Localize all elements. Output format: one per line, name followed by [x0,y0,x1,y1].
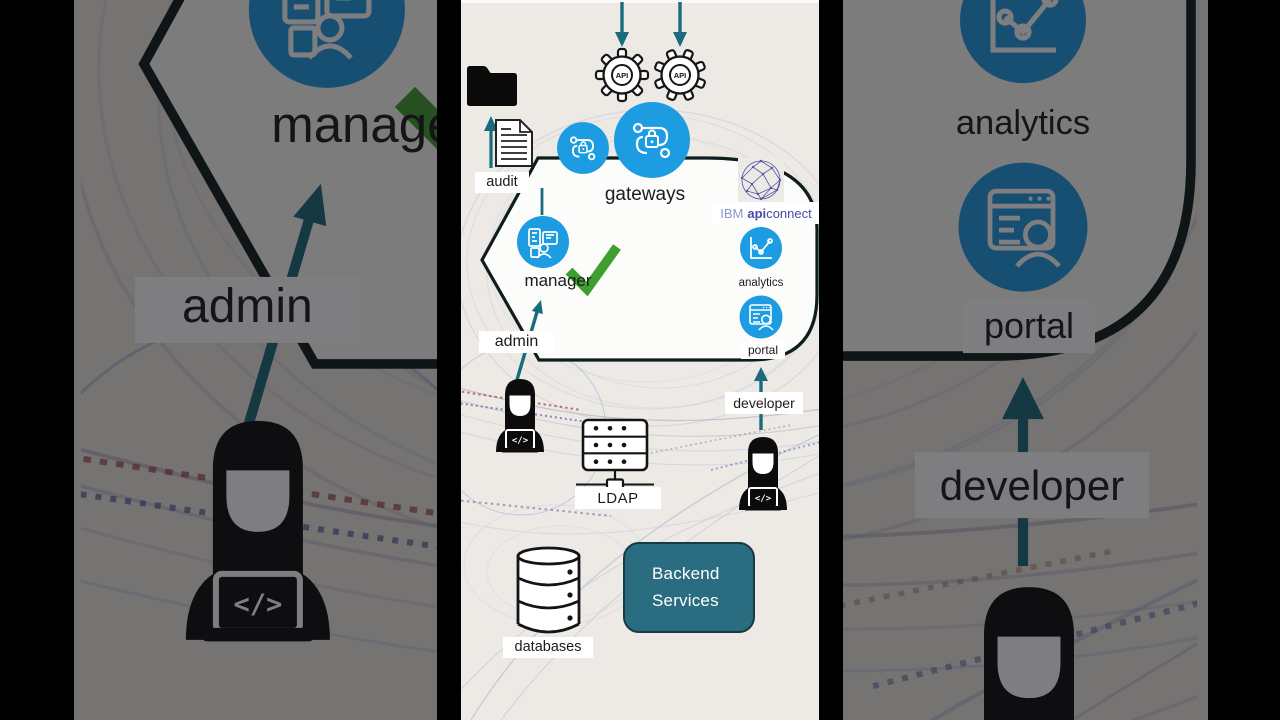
incoming-api-arrow [615,2,629,47]
ibm-mesh-icon [738,158,784,203]
gateway-circle-large [614,102,690,178]
audit-arrow [484,116,498,168]
incoming-api-arrow [673,2,687,47]
left-backdrop-panel: API API [74,0,437,720]
developer-label: developer [725,392,803,414]
databases-label: databases [503,637,593,658]
developer-person-icon: </> [739,437,787,511]
folder-icon [467,66,517,106]
api-gear-label: API [616,71,629,80]
api-gear-label: API [674,71,687,80]
ibm-api-text: api [747,205,767,221]
manager-circle [517,216,569,268]
ibm-brand-text: IBM [720,205,744,221]
code-glyph: </> [512,436,529,446]
api-gear-icon: API [654,49,706,101]
admin-developer-icon: </> [496,379,544,453]
portal-icon [749,304,774,331]
analytics-circle [740,227,782,269]
ldap-label: LDAP [575,487,661,509]
manager-icon [528,228,558,259]
api-gear-icon: API [594,47,650,103]
databases-icon [516,546,581,634]
ibm-connect-text: connect [766,205,812,221]
manager-label: manager [524,270,592,290]
backend-services-line2: Services [652,590,719,610]
backend-services-line1: Backend [652,564,720,584]
analytics-label: analytics [738,276,784,289]
audit-label: audit [475,172,529,193]
right-backdrop-panel: API API [843,0,1208,720]
audit-document-icon [495,119,533,167]
gateways-label: gateways [604,183,686,205]
diagram-panel: API API [461,0,819,720]
diagram-art: API API [461,0,819,720]
panel-top-strip [461,0,819,3]
backend-services-box: Backend Services [623,542,755,633]
gateway-circle-small [557,122,609,174]
check-icon [565,244,621,297]
left-backdrop-shade [74,0,437,720]
analytics-icon [750,237,773,259]
portal-label: portal [741,341,785,359]
admin-label: admin [479,331,554,353]
portal-circle [739,295,783,339]
right-backdrop-shade [843,0,1208,720]
ldap-server-icon [576,418,654,491]
code-glyph: </> [755,494,772,504]
